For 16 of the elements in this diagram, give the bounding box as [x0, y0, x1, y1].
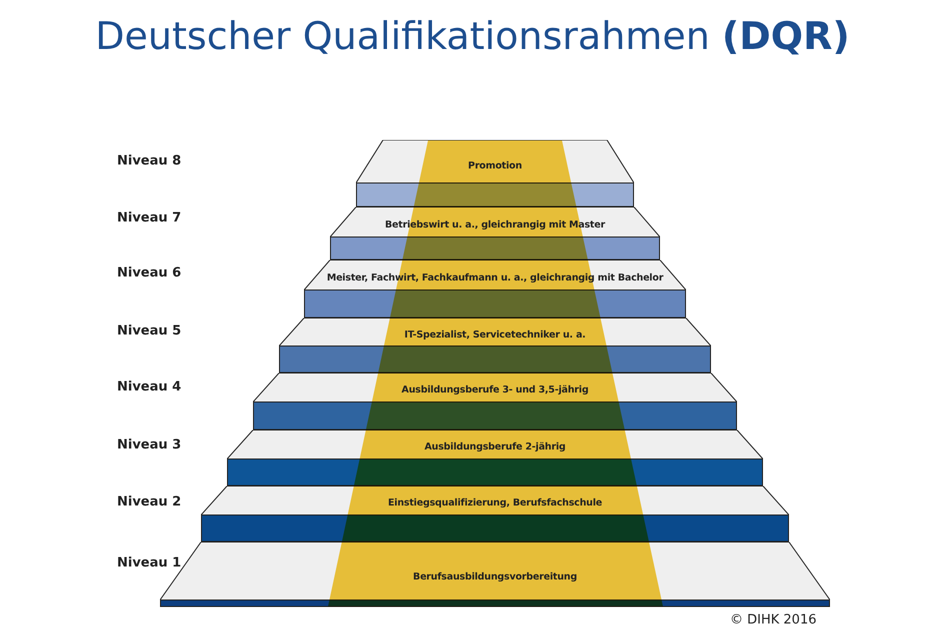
qualification-label: Ausbildungsberufe 3- und 3,5-jährig — [402, 384, 588, 396]
qualification-label: Einstiegsqualifizierung, Berufsfachschule — [388, 498, 602, 509]
level-label: Niveau 4 — [117, 380, 182, 394]
level-label: Niveau 5 — [117, 324, 182, 338]
level-label: Niveau 3 — [117, 438, 182, 452]
level-label: Niveau 8 — [117, 154, 182, 168]
copyright-note: © DIHK 2016 — [730, 612, 816, 628]
level-label: Niveau 7 — [117, 210, 182, 226]
qualification-label: Ausbildungsberufe 2-jährig — [424, 442, 566, 453]
qualification-label: IT-Spezialist, Servicetechniker u. a. — [404, 329, 586, 340]
title: Deutscher Qualifikationsrahmen (DQR) — [94, 14, 851, 58]
level-label: Niveau 6 — [117, 266, 182, 280]
qualification-label: Berufsausbildungsvorbereitung — [413, 571, 577, 582]
level-label: Niveau 2 — [117, 494, 182, 510]
qualification-label: Promotion — [468, 160, 522, 172]
level-label: Niveau 1 — [117, 556, 182, 570]
